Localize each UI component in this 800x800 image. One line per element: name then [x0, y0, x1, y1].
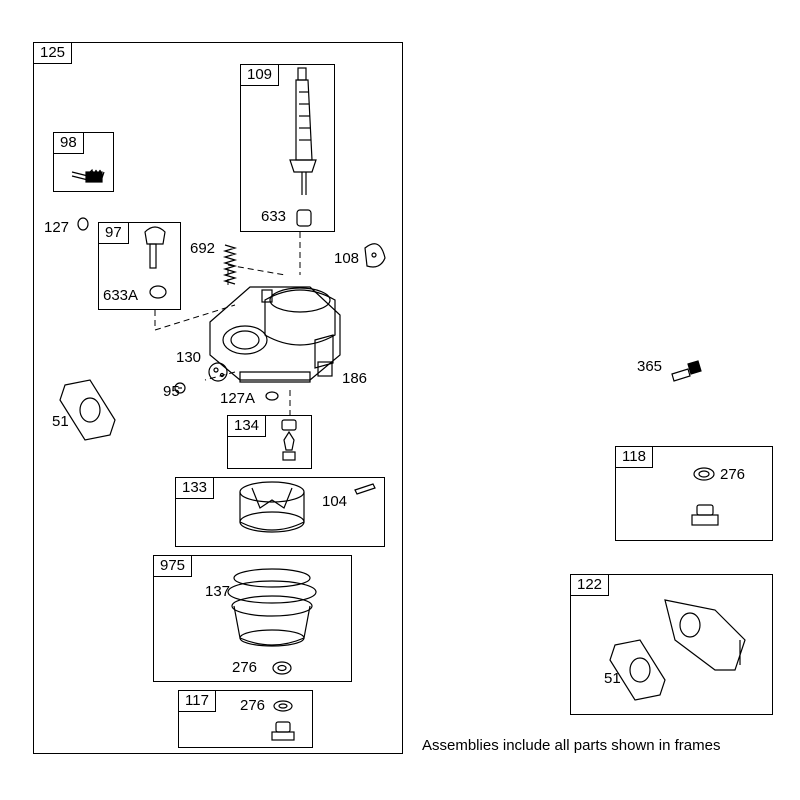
callout-127a: 127A: [220, 390, 256, 407]
callout-276-bolt: 276: [240, 697, 266, 714]
pin-104: [354, 483, 376, 495]
frame-label: 97: [98, 222, 129, 244]
frame-label: 134: [227, 415, 267, 437]
frame-label: 133: [175, 477, 215, 499]
frame-label: 122: [570, 574, 610, 596]
float-needle-134: [281, 419, 297, 461]
frame-label: 98: [53, 132, 84, 154]
float-133: [239, 481, 305, 533]
primer-stem-drawing: [289, 67, 317, 227]
callout-95: 95: [163, 383, 180, 400]
callout-186: 186: [342, 370, 368, 387]
frame-118: 118: [615, 446, 773, 541]
assemblies-footnote: Assemblies include all parts shown in fr…: [422, 737, 721, 754]
gasket-51-left: [59, 379, 116, 441]
callout-104: 104: [322, 493, 348, 510]
screw-365: [671, 360, 702, 382]
callout-130: 130: [176, 349, 202, 366]
frame-label: 125: [33, 42, 73, 64]
callout-692: 692: [190, 240, 216, 257]
callout-276-bowl: 276: [232, 659, 258, 676]
gasket-51-right: [609, 639, 666, 701]
callout-365: 365: [637, 358, 663, 375]
frame-97: 97: [98, 222, 181, 310]
screw-95: [174, 382, 186, 394]
callout-127: 127: [44, 219, 70, 236]
frame-label: 975: [153, 555, 193, 577]
frame-134: 134: [227, 415, 312, 469]
frame-133: 133: [175, 477, 385, 547]
frame-label: 118: [615, 446, 653, 468]
bolt-118: [691, 467, 719, 526]
callout-137: 137: [205, 583, 231, 600]
frame-122: 122: [570, 574, 773, 715]
callout-108: 108: [334, 250, 360, 267]
float-bowl-975: [227, 568, 317, 675]
bolt-117: [271, 700, 295, 741]
frame-975: 975: [153, 555, 352, 682]
disk-130: [208, 362, 228, 382]
idle-screw-drawing: [71, 168, 105, 183]
cap-127a: [265, 391, 279, 401]
callout-633a: 633A: [103, 287, 139, 304]
frame-117: 117: [178, 690, 313, 748]
callout-276-118: 276: [720, 466, 746, 483]
adapter-122: [664, 599, 746, 671]
frame-label: 117: [178, 690, 216, 712]
choke-shaft-drawing: [144, 226, 167, 299]
frame-125: 125: [33, 42, 403, 754]
callout-633: 633: [261, 208, 287, 225]
throttle-plate-108: [364, 243, 386, 268]
callout-51-122: 51: [604, 670, 621, 687]
frame-label: 109: [240, 64, 280, 86]
frame-109: 109: [240, 64, 335, 232]
frame-98: 98: [53, 132, 114, 192]
spring-692: [222, 244, 238, 285]
callout-51: 51: [52, 413, 69, 430]
o-ring-127: [77, 217, 89, 231]
